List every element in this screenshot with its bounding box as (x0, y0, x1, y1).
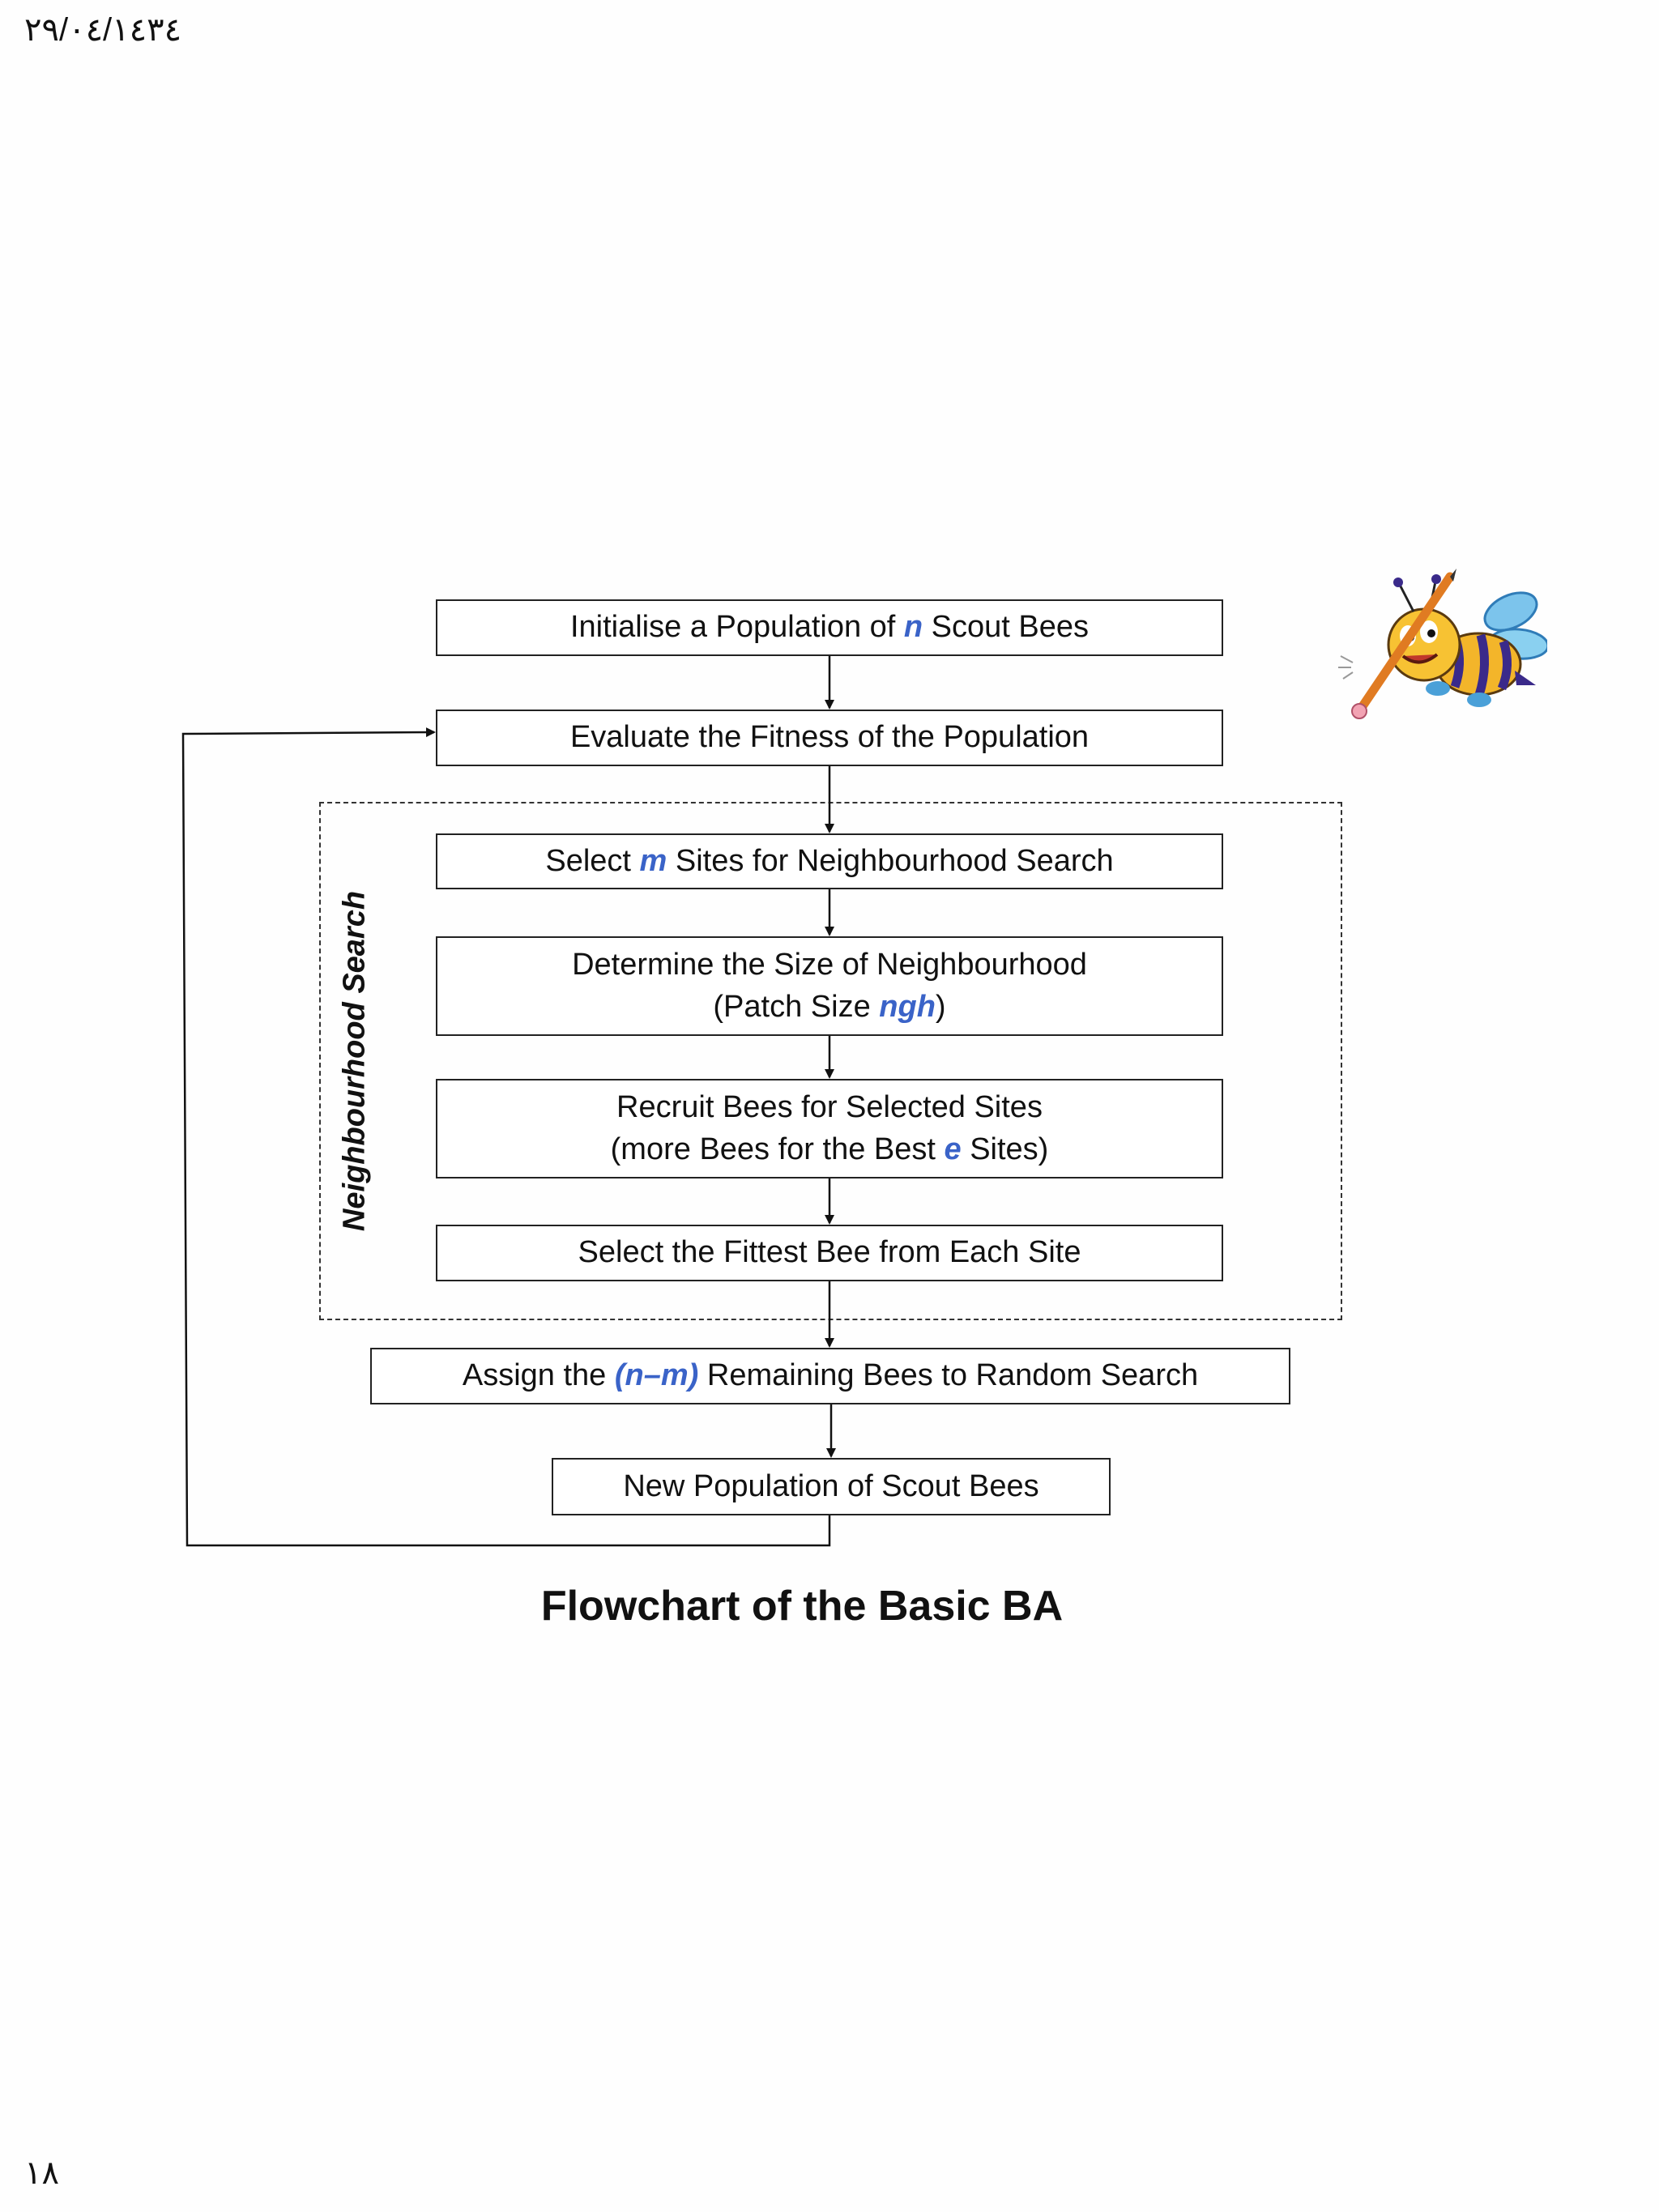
box-new-population: New Population of Scout Bees (552, 1458, 1111, 1515)
box-select-fittest: Select the Fittest Bee from Each Site (436, 1225, 1223, 1281)
box-select-sites: Select m Sites for Neighbourhood Search (436, 833, 1223, 889)
figure-caption: Flowchart of the Basic BA (540, 1583, 1064, 1630)
box-recruit-bees: Recruit Bees for Selected Sites (more Be… (436, 1079, 1223, 1178)
date-header: ٢٩/٠٤/١٤٣٤ (24, 12, 182, 48)
page-number: ١٨ (24, 2155, 59, 2191)
box-assign-random-search: Assign the (n–m) Remaining Bees to Rando… (370, 1348, 1290, 1404)
neighbourhood-search-group (319, 802, 1342, 1320)
box-determine-neighbourhood: Determine the Size of Neighbourhood (Pat… (436, 936, 1223, 1036)
bee-mascot-icon (1338, 569, 1547, 719)
box-evaluate-fitness: Evaluate the Fitness of the Population (436, 710, 1223, 766)
arrow-feedback-loop (181, 727, 831, 1547)
box-initialise-population: Initialise a Population of n Scout Bees (436, 599, 1223, 656)
